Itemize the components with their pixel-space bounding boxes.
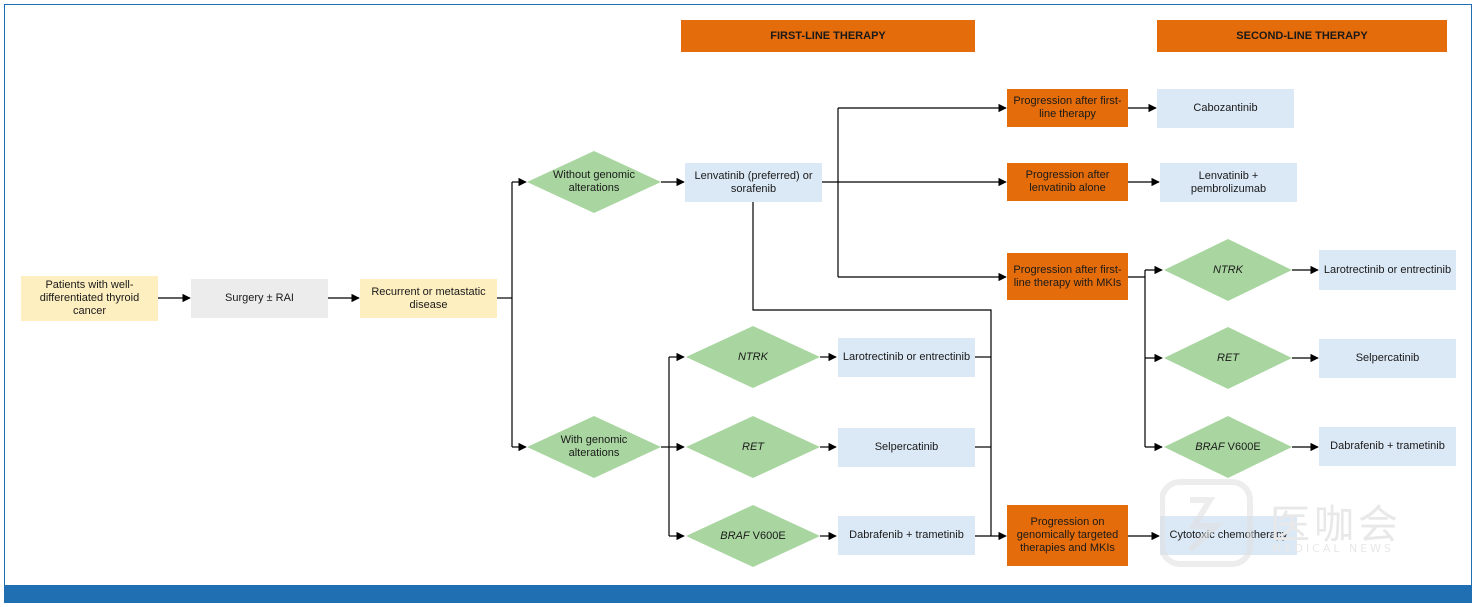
header-first-line: FIRST-LINE THERAPY <box>681 20 975 52</box>
box-progression-mkis: Progression after first-line therapy wit… <box>1007 253 1128 300</box>
label-without-genomic: Without genomic alterations <box>553 169 635 194</box>
bottom-bar <box>4 585 1472 603</box>
watermark-logo-icon <box>1160 479 1253 567</box>
box-progression-first-line: Progression after first-line therapy <box>1007 89 1128 127</box>
line-lenvatinib-down <box>752 202 992 536</box>
box-patients: Patients with well-differentiated thyroi… <box>21 276 158 321</box>
header-second-line: SECOND-LINE THERAPY <box>1157 20 1447 52</box>
braf-1-variant: V600E <box>749 529 786 542</box>
label-ret-2: RET <box>1217 351 1239 364</box>
diamond-ntrk-2 <box>1164 239 1292 301</box>
box-progression-genomic: Progression on genomically targeted ther… <box>1007 505 1128 566</box>
diamond-ntrk-1 <box>686 326 820 388</box>
box-cabozantinib: Cabozantinib <box>1157 89 1294 128</box>
label-with-genomic: With genomic alterations <box>560 434 628 459</box>
diamond-braf-1 <box>686 505 820 567</box>
box-progression-lenvatinib: Progression after lenvatinib alone <box>1007 163 1128 201</box>
box-surgery: Surgery ± RAI <box>191 279 328 318</box>
box-dabrafenib-1: Dabrafenib + trametinib <box>838 516 975 555</box>
braf-2-variant: V600E <box>1224 440 1261 453</box>
watermark-subtext: MEDICAL NEWS <box>1272 542 1395 555</box>
watermark-text: 医咖会 <box>1270 502 1402 548</box>
box-lenvatinib-pembro: Lenvatinib + pembrolizumab <box>1160 163 1297 202</box>
label-ntrk-1: NTRK <box>738 350 768 363</box>
box-larotrectinib-1: Larotrectinib or entrectinib <box>838 338 975 377</box>
braf-2-gene: BRAF <box>1195 440 1225 453</box>
braf-1-gene: BRAF <box>720 529 750 542</box>
box-dabrafenib-2: Dabrafenib + trametinib <box>1319 427 1456 466</box>
label-braf-1: BRAF V600E <box>703 526 803 546</box>
diamond-ret-2 <box>1164 327 1292 389</box>
box-cytotoxic: Cytotoxic chemotherapy <box>1160 516 1297 555</box>
diamond-ret-1 <box>686 416 820 478</box>
label-braf-2: BRAF V600E <box>1178 437 1278 457</box>
label-ret-1: RET <box>742 440 764 453</box>
diamond-braf-2 <box>1164 416 1292 478</box>
box-recurrent: Recurrent or metastatic disease <box>360 279 497 318</box>
label-ntrk-2: NTRK <box>1213 263 1243 276</box>
box-larotrectinib-2: Larotrectinib or entrectinib <box>1319 250 1456 290</box>
box-selpercatinib-1: Selpercatinib <box>838 428 975 467</box>
diamond-with-genomic <box>527 416 661 478</box>
box-lenvatinib-sorafenib: Lenvatinib (preferred) or sorafenib <box>685 163 822 202</box>
box-selpercatinib-2: Selpercatinib <box>1319 339 1456 378</box>
diamond-without-genomic <box>527 151 661 213</box>
